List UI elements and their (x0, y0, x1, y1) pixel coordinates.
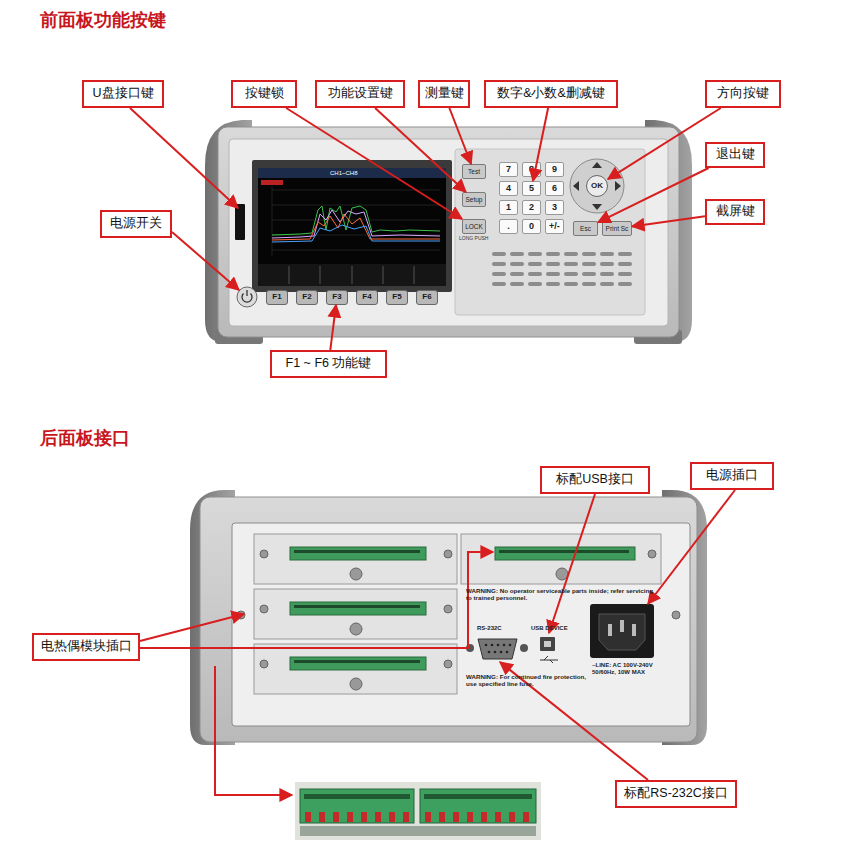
node-text: . (507, 222, 510, 232)
node-text: 标配RS-232C接口 (624, 787, 727, 801)
node-text: Test (468, 168, 480, 175)
callout-arrow (632, 216, 705, 226)
node-text: Setup (466, 196, 483, 203)
node-text: 1 (506, 203, 511, 213)
node-text: OK (591, 182, 603, 191)
panel-key: Print Sc (602, 221, 632, 236)
node-text: F2 (302, 293, 311, 302)
panel-key: LOCK (462, 219, 486, 234)
node-text: U盘接口键 (92, 87, 153, 101)
panel-label: ~LINE: AC 100V-240V 50/60Hz, 10W MAX (592, 662, 672, 676)
function-key: F5 (386, 290, 408, 305)
node-text: F4 (362, 293, 371, 302)
callout-box: F1 ~ F6 功能键 (270, 350, 387, 378)
node-text: 7 (506, 165, 511, 175)
node-text: Print Sc (606, 225, 629, 232)
node-text: 9 (552, 165, 557, 175)
callout-box: 按键锁 (231, 80, 297, 108)
node-text: 电热偶模块插口 (41, 640, 132, 654)
numeric-key: 2 (522, 200, 541, 215)
numeric-key: 3 (545, 200, 564, 215)
ok-key: OK (586, 175, 608, 197)
numeric-key: 9 (545, 162, 564, 177)
node-text: 功能设置键 (328, 87, 393, 101)
function-key: F4 (356, 290, 378, 305)
numeric-key: 6 (545, 181, 564, 196)
numeric-key: 1 (499, 200, 518, 215)
node-text: 5 (529, 184, 534, 194)
node-text: 测量键 (425, 87, 464, 101)
panel-label: CH1~CH8 (330, 170, 390, 177)
leader-lines (130, 108, 735, 795)
node-text: 数字&小数&删减键 (497, 87, 605, 101)
node-text: 电源插口 (706, 469, 758, 483)
function-key: F2 (296, 290, 318, 305)
numeric-key: 7 (499, 162, 518, 177)
callout-box: U盘接口键 (82, 80, 164, 108)
panel-label: RS-232C (477, 625, 522, 632)
node-text: 6 (552, 184, 557, 194)
function-key: F6 (416, 290, 438, 305)
panel-label: WARNING: For continued fire protection, … (466, 673, 586, 687)
node-text: 电源开关 (110, 217, 162, 231)
node-text: 8 (529, 165, 534, 175)
rear-panel (190, 490, 707, 745)
callout-box: 数字&小数&删减键 (484, 80, 618, 108)
node-text: 截屏键 (716, 205, 755, 219)
panel-label: LONG PUSH (459, 236, 499, 242)
callout-box: 测量键 (418, 80, 470, 108)
callout-arrow (330, 305, 336, 350)
node-text: 标配USB接口 (556, 473, 634, 487)
node-text: LOCK (465, 223, 483, 230)
section-heading: 前面板功能按键 (40, 8, 166, 32)
panel-label: USB DEVICE (531, 625, 581, 632)
section-heading: 后面板接口 (40, 428, 260, 449)
numeric-key: 4 (499, 181, 518, 196)
callout-arrow (449, 108, 471, 164)
node-text: Esc (580, 225, 591, 232)
panel-key: Setup (462, 192, 486, 207)
node-text: 3 (552, 203, 557, 213)
node-text: F5 (392, 293, 401, 302)
callout-arrow (608, 108, 721, 179)
callout-arrow (598, 168, 709, 222)
panel-key: Test (462, 164, 486, 179)
panel-key: Esc (573, 221, 598, 236)
function-key: F1 (266, 290, 288, 305)
panel-label: WARNING: No operator serviceable parts i… (466, 587, 656, 601)
numeric-key: 5 (522, 181, 541, 196)
callout-box: 标配USB接口 (540, 466, 650, 494)
node-text: 退出键 (716, 148, 755, 162)
callout-box: 标配RS-232C接口 (615, 780, 737, 808)
node-text: 按键锁 (245, 87, 284, 101)
callout-box: 电源插口 (690, 462, 774, 490)
callout-box: 方向按键 (705, 80, 781, 108)
node-text: 4 (506, 184, 511, 194)
callout-box: 退出键 (705, 142, 765, 168)
callout-box: 电源开关 (100, 210, 172, 238)
node-text: 方向按键 (717, 87, 769, 101)
callout-arrow (286, 108, 462, 219)
callout-box: 电热偶模块插口 (32, 633, 140, 661)
node-text: F1 ~ F6 功能键 (286, 357, 372, 371)
node-text: +/- (549, 222, 560, 232)
numeric-key: +/- (545, 219, 564, 234)
callout-arrow (375, 108, 466, 192)
callout-box: 截屏键 (705, 199, 765, 225)
node-text: 0 (529, 222, 534, 232)
front-panel (205, 120, 692, 344)
numeric-key: 0 (522, 219, 541, 234)
node-text: F3 (332, 293, 341, 302)
numeric-key: . (499, 219, 518, 234)
node-text: F6 (422, 293, 431, 302)
callout-box: 功能设置键 (315, 80, 405, 108)
numeric-key: 8 (522, 162, 541, 177)
function-key: F3 (326, 290, 348, 305)
terminal-block-photo (295, 782, 541, 840)
node-text: F1 (272, 293, 281, 302)
callout-arrow (533, 108, 548, 181)
node-text: 2 (529, 203, 534, 213)
